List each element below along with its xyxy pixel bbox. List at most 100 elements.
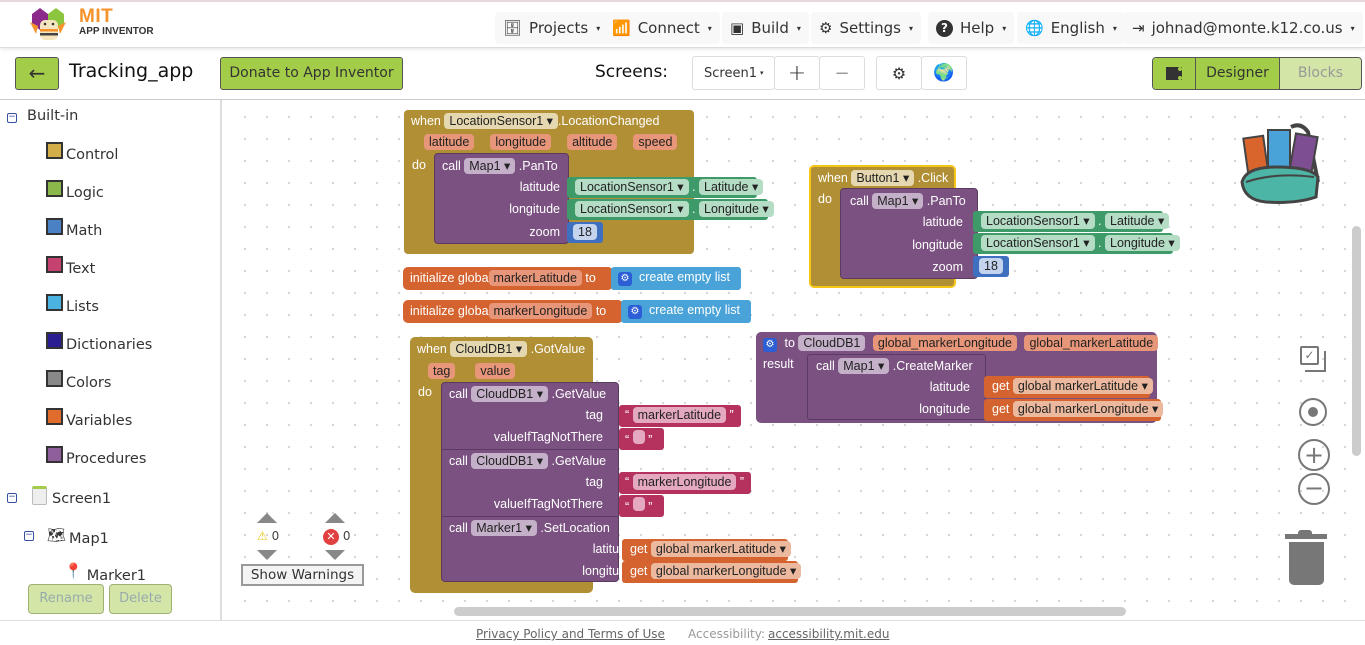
palette-toggle-button[interactable] [1153,58,1196,89]
sensor-longitude-getter-2[interactable]: LocationSensor1 ▾ . Longitude ▾ [973,233,1180,254]
component-dropdown[interactable]: CloudDB1 ▾ [471,453,548,469]
palette-variables[interactable]: Variables [46,408,132,429]
privacy-link[interactable]: Privacy Policy and Terms of Use [476,627,665,641]
palette-math[interactable]: Math [46,218,102,239]
next-warning-arrow-icon[interactable] [257,550,277,560]
menu-build[interactable]: ▣ Build▾ [722,12,809,44]
menu-language[interactable]: 🌐 English▾ [1017,12,1125,44]
param-speed[interactable]: speed [633,134,678,150]
menu-projects[interactable]: 🗄 Projects▾ [495,12,609,44]
get-global-latitude[interactable]: get global markerLatitude ▾ [984,376,1153,398]
menu-help[interactable]: ? Help▾ [928,12,1015,44]
property-dropdown[interactable]: Longitude ▾ [699,201,774,217]
variable-dropdown[interactable]: global markerLongitude ▾ [650,563,802,579]
trash-icon[interactable] [1285,530,1329,586]
param-2[interactable]: global_markerLatitude [1024,335,1159,351]
horizontal-scrollbar[interactable] [454,607,1126,616]
mutator-gear-icon[interactable]: ⚙ [763,338,777,352]
text-empty-2[interactable]: “ ” [619,495,664,517]
map-dropdown[interactable]: Map1 ▾ [838,358,890,374]
call-map-panto[interactable]: call Map1 ▾ .PanTo latitude longitude zo… [434,153,569,244]
project-properties-button[interactable]: ⚙ [876,56,922,90]
designer-button[interactable]: Designer [1196,58,1280,89]
blocks-button[interactable]: Blocks [1280,58,1361,89]
component-dropdown[interactable]: Marker1 ▾ [471,520,537,536]
variable-dropdown[interactable]: global markerLatitude ▾ [1012,378,1153,394]
component-dropdown[interactable]: Button1 ▾ [851,170,915,186]
next-error-arrow-icon[interactable] [325,550,345,560]
collapse-map-icon[interactable]: − [24,530,34,541]
component-dropdown[interactable]: CloudDB1 ▾ [471,386,548,402]
palette-colors[interactable]: Colors [46,370,111,391]
tree-marker1[interactable]: 📍 Marker1 [64,562,146,584]
vertical-scrollbar[interactable] [1352,226,1361,456]
component-dropdown[interactable]: LocationSensor1 ▾ [444,113,558,129]
mutator-gear-icon[interactable]: ⚙ [628,305,642,319]
show-warnings-button[interactable]: Show Warnings [241,564,364,586]
zoom-value[interactable]: 18 [979,258,1003,274]
property-dropdown[interactable]: Latitude ▾ [1105,213,1170,229]
number-zoom[interactable]: 18 [567,222,603,243]
number-zoom-2[interactable]: 18 [973,256,1009,277]
text-empty-1[interactable]: “ ” [619,428,664,450]
variable-dropdown[interactable]: global markerLongitude ▾ [1012,401,1164,417]
collapse-builtin-icon[interactable]: − [7,112,17,123]
param-altitude[interactable]: altitude [567,134,618,150]
rename-button[interactable]: Rename [28,584,104,614]
variable-name-field[interactable]: markerLatitude [488,270,582,286]
get-global-longitude[interactable]: get global markerLongitude ▾ [984,399,1164,421]
globe-button[interactable]: 🌍 [921,56,967,90]
create-empty-list-1[interactable]: ⚙create empty list [611,267,741,290]
text-value[interactable]: markerLongitude [632,474,737,490]
text-value[interactable] [632,497,645,511]
remove-screen-button[interactable]: − [819,56,865,90]
tree-map1[interactable]: 🗺 Map1 [47,526,109,547]
property-dropdown[interactable]: Longitude ▾ [1105,235,1180,251]
sensor-dropdown[interactable]: LocationSensor1 ▾ [575,179,689,195]
app-inventor-logo[interactable]: MIT APP INVENTOR [28,4,158,44]
prev-error-arrow-icon[interactable] [325,513,345,523]
call-cloud-getvalue-1[interactable]: call CloudDB1 ▾ .GetValue [449,386,607,402]
map-dropdown[interactable]: Map1 ▾ [464,158,516,174]
text-value[interactable]: markerLatitude [632,407,727,423]
palette-logic[interactable]: Logic [46,180,104,201]
sensor-dropdown[interactable]: LocationSensor1 ▾ [575,201,689,217]
get-global-longitude-2[interactable]: get global markerLongitude ▾ [622,561,802,583]
prev-warning-arrow-icon[interactable] [257,513,277,523]
palette-procedures[interactable]: Procedures [46,446,146,467]
cleanup-blocks-icon[interactable]: ✓ [1300,346,1326,372]
call-cloud-getvalue-2[interactable]: call CloudDB1 ▾ .GetValue [449,453,607,469]
component-dropdown[interactable]: CloudDB1 ▾ [450,341,528,357]
zoom-value[interactable]: 18 [573,224,597,240]
get-global-latitude-2[interactable]: get global markerLatitude ▾ [622,539,791,561]
text-value[interactable] [632,430,645,444]
mutator-gear-icon[interactable]: ⚙ [618,272,632,286]
text-marker-latitude[interactable]: “ markerLatitude ” [619,405,741,427]
sensor-latitude-getter[interactable]: LocationSensor1 ▾ . Latitude ▾ [567,177,764,198]
palette-lists[interactable]: Lists [46,294,99,315]
variable-dropdown[interactable]: global markerLatitude ▾ [650,541,791,557]
delete-button[interactable]: Delete [109,584,172,614]
text-marker-longitude[interactable]: “ markerLongitude ” [619,472,751,494]
sensor-dropdown[interactable]: LocationSensor1 ▾ [981,213,1095,229]
call-marker-setlocation[interactable]: call Marker1 ▾ .SetLocation [449,520,610,536]
menu-settings[interactable]: ⚙ Settings▾ [811,12,921,44]
backpack-icon[interactable] [1236,122,1326,207]
sensor-latitude-getter-2[interactable]: LocationSensor1 ▾ . Latitude ▾ [973,211,1170,232]
menu-connect[interactable]: 📶 Connect▾ [604,12,720,44]
param-value[interactable]: value [475,363,516,379]
map-dropdown[interactable]: Map1 ▾ [872,193,924,209]
screen-selector[interactable]: Screen1▾ [692,56,775,90]
param-1[interactable]: global_markerLongitude [872,335,1017,351]
add-screen-button[interactable]: + [774,56,820,90]
palette-text[interactable]: Text [46,256,95,277]
menu-account[interactable]: ⇥ johnad@monte.k12.co.us▾ [1124,12,1363,44]
accessibility-link[interactable]: accessibility.mit.edu [768,627,890,641]
builtin-label[interactable]: Built-in [27,108,79,124]
param-tag[interactable]: tag [428,363,456,379]
back-button[interactable]: ← [15,57,59,90]
zoom-in-icon[interactable]: + [1298,439,1330,471]
collapse-screen-icon[interactable]: − [7,492,17,503]
zoom-out-icon[interactable]: − [1298,473,1330,505]
